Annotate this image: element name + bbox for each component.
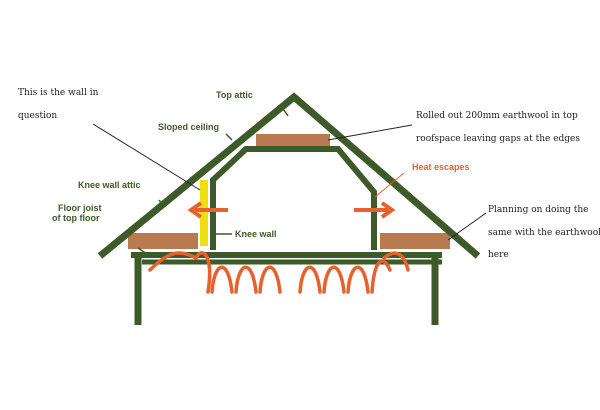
top-attic-label: Top attic bbox=[216, 90, 253, 100]
side-note-line-2: same with the earthwool bbox=[488, 228, 600, 238]
left-floor-insulation bbox=[128, 233, 198, 249]
floor-joist-tick bbox=[137, 247, 151, 257]
side-note-line-1: Planning on doing the bbox=[488, 205, 588, 215]
top-note-line-1: Rolled out 200mm earthwool in top bbox=[416, 111, 578, 121]
wall-note-line-1: This is the wall in bbox=[18, 88, 99, 98]
heat-flow-loops bbox=[148, 251, 410, 294]
heat-arrow-left bbox=[187, 201, 228, 219]
left-knee-wall-and-ceiling bbox=[210, 146, 377, 250]
knee-wall-attic-tick bbox=[158, 199, 165, 208]
knee-wall-in-question bbox=[200, 180, 208, 246]
floor-joist-label-1: Floor joist bbox=[58, 203, 102, 213]
wall-note-leader bbox=[92, 123, 201, 191]
roof-outline bbox=[97, 92, 481, 259]
top-note-line-2: roofspace leaving gaps at the edges bbox=[416, 134, 580, 144]
top-attic-insulation bbox=[256, 134, 330, 146]
sloped-ceiling-tick bbox=[225, 133, 233, 141]
top-attic-tick bbox=[280, 105, 289, 117]
heat-arrow-right bbox=[354, 201, 396, 219]
side-note-line-3: here bbox=[488, 250, 509, 260]
knee-wall-attic-label: Knee wall attic bbox=[78, 180, 141, 190]
knee-wall-label: Knee wall bbox=[235, 229, 277, 239]
heat-escapes-label: Heat escapes bbox=[412, 162, 470, 172]
side-note-leader bbox=[447, 212, 487, 241]
sloped-ceiling-label: Sloped ceiling bbox=[158, 122, 219, 132]
right-floor-insulation bbox=[380, 233, 450, 249]
wall-note-line-2: question bbox=[18, 111, 57, 121]
heat-escapes-leader bbox=[374, 172, 405, 198]
floor-joist-label-2: of top floor bbox=[52, 213, 100, 223]
top-note-leader bbox=[327, 124, 413, 141]
